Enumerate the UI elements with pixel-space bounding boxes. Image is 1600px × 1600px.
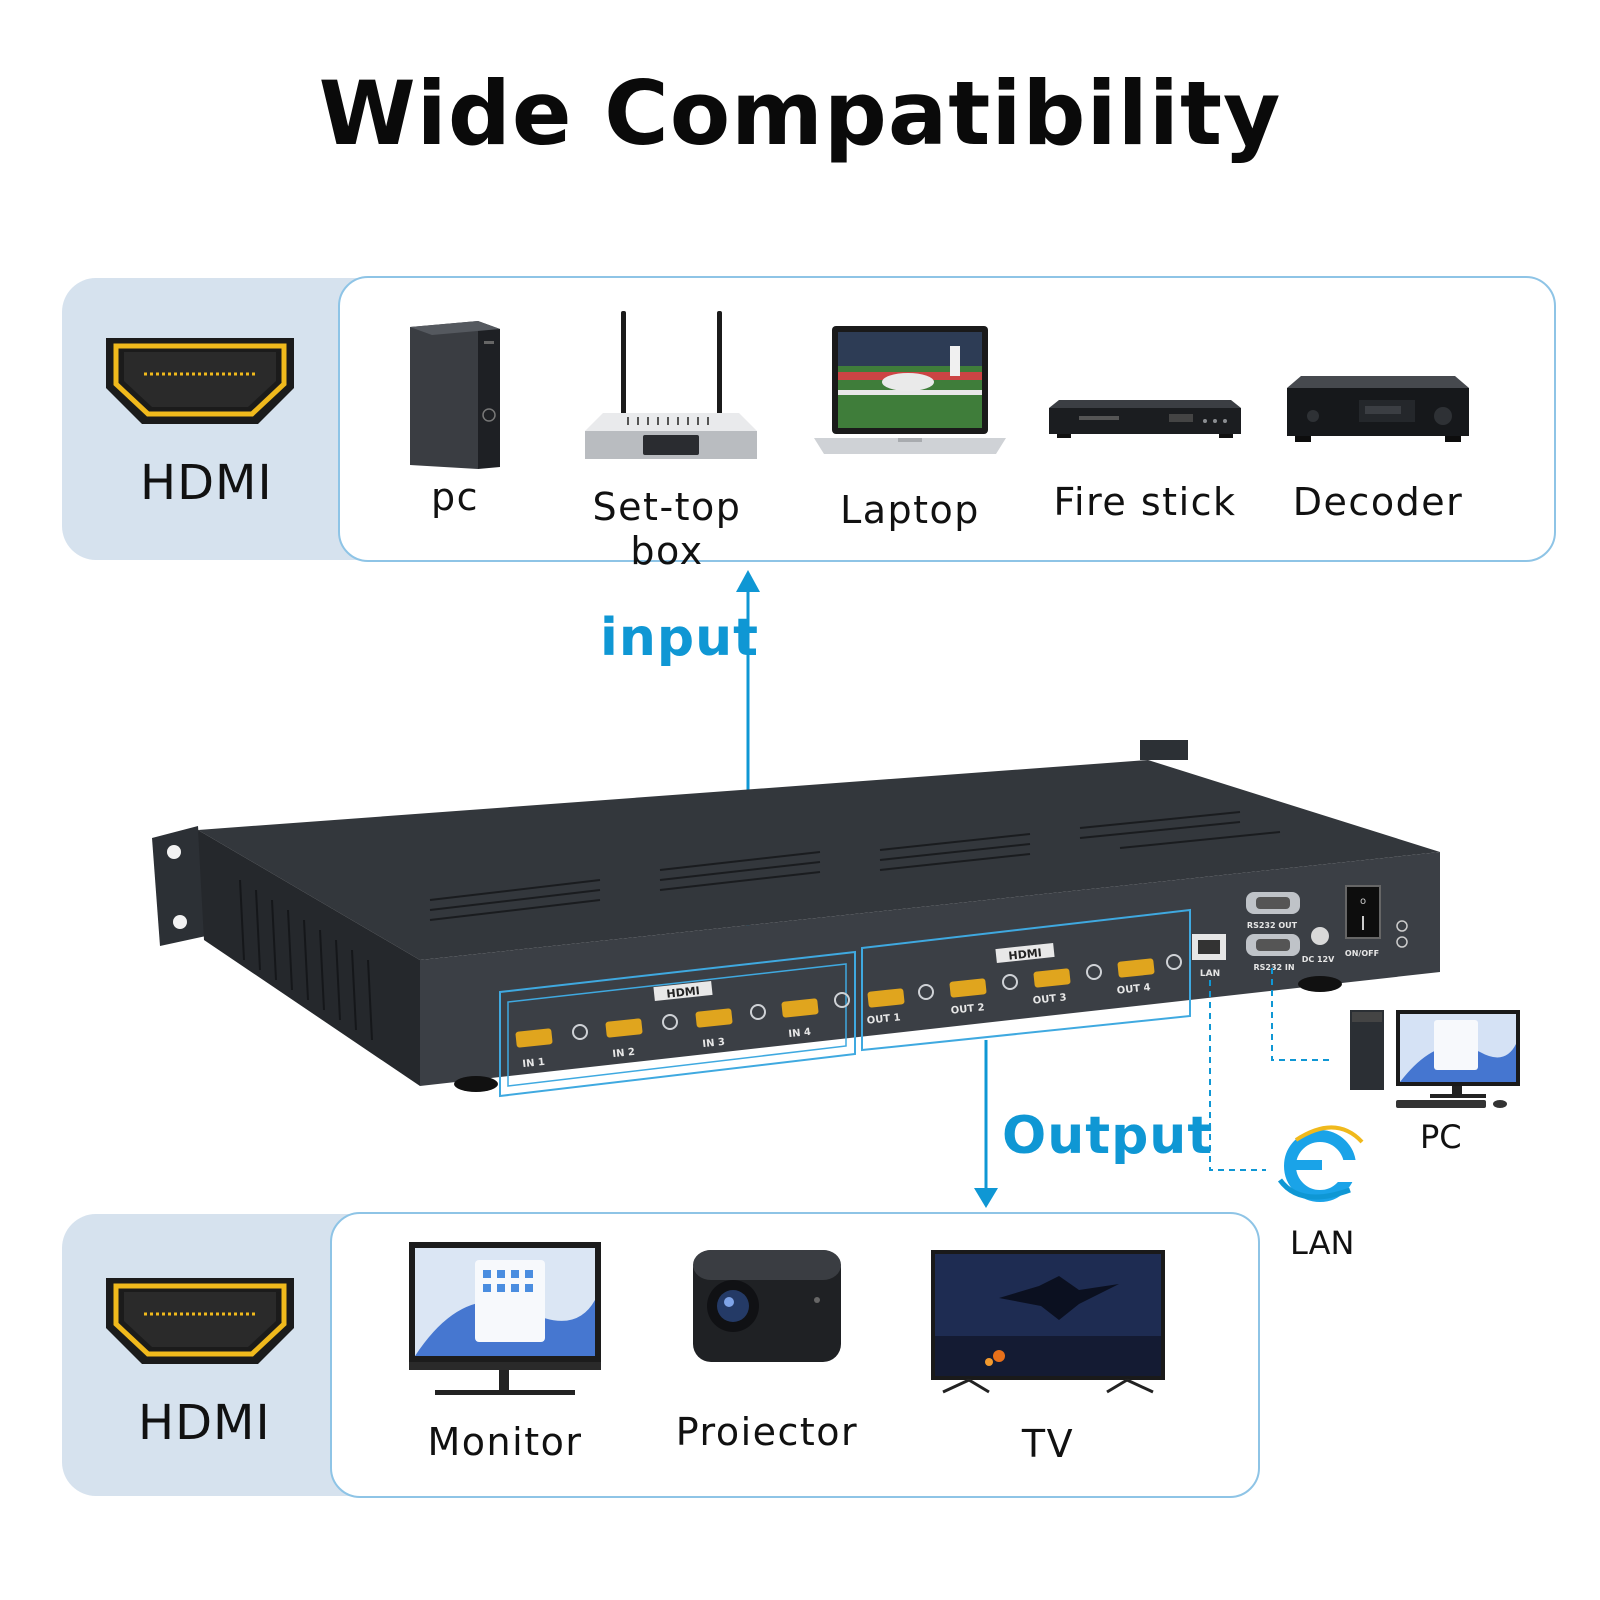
output-ports-highlight bbox=[861, 908, 1191, 1052]
rs232-out-label: RS232 OUT bbox=[1247, 921, 1298, 930]
device-label-projector: Proiector bbox=[675, 1410, 859, 1454]
input-ports-highlight bbox=[499, 950, 856, 1098]
lan-label: LAN bbox=[1290, 1224, 1355, 1262]
rs232-out-port[interactable] bbox=[1246, 892, 1300, 914]
output-hdmi-connector bbox=[100, 1270, 300, 1374]
chassis-foot bbox=[454, 1076, 498, 1092]
device-label-pc: pc bbox=[430, 475, 479, 519]
indicator-led-icon bbox=[572, 1024, 588, 1040]
device-laptop: Laptop bbox=[810, 320, 1010, 532]
port-label-out-3: OUT 3 bbox=[1032, 992, 1067, 1006]
indicator-led-icon bbox=[1002, 974, 1018, 990]
dc-port-label: DC 12V bbox=[1302, 955, 1335, 964]
device-decoder: Decoder bbox=[1278, 370, 1478, 524]
ground-screw-icon bbox=[1396, 936, 1408, 948]
hdmi-port-in-2[interactable]: IN 2 bbox=[605, 1018, 643, 1060]
chassis-side bbox=[198, 830, 420, 1086]
hdmi-connector-icon bbox=[106, 338, 294, 424]
device-projector: Proiector bbox=[672, 1240, 862, 1454]
laptop-icon bbox=[814, 326, 1006, 454]
hdmi-port-out-3[interactable]: OUT 3 bbox=[1032, 968, 1071, 1007]
router-icon bbox=[585, 311, 757, 459]
hdmi-connector-icon bbox=[106, 1278, 294, 1364]
hdmi-port-out-1[interactable]: OUT 1 bbox=[866, 988, 905, 1027]
hdmi-brand-plate-out bbox=[995, 943, 1055, 963]
rs232-to-pc-line bbox=[1271, 968, 1330, 1061]
hdmi-brand-in: HDMI bbox=[666, 984, 701, 1000]
indicator-led-icon bbox=[834, 992, 850, 1008]
indicator-led-icon bbox=[750, 1004, 766, 1020]
rack-ear-hole bbox=[173, 915, 187, 929]
chassis-foot bbox=[1298, 976, 1342, 992]
port-label-in-1: IN 1 bbox=[522, 1057, 546, 1070]
power-switch-label: ON/OFF bbox=[1345, 949, 1379, 958]
port-label-in-2: IN 2 bbox=[612, 1047, 636, 1060]
lan-port[interactable] bbox=[1192, 934, 1226, 960]
output-flow-label: Output bbox=[1002, 1106, 1214, 1166]
hdmi-brand-out: HDMI bbox=[1008, 946, 1043, 962]
indicator-led-icon bbox=[918, 984, 934, 1000]
hdmi-port-in-4[interactable]: IN 4 bbox=[781, 998, 819, 1040]
power-switch[interactable]: o bbox=[1345, 885, 1381, 939]
device-set-top-box: Set-top box bbox=[552, 305, 782, 573]
input-flow-label: input bbox=[600, 608, 759, 668]
rs232-in-label: RS232 IN bbox=[1253, 963, 1294, 972]
device-label-laptop: Laptop bbox=[840, 488, 980, 532]
device-label-fire-stick: Fire stick bbox=[1053, 480, 1237, 524]
browser-icon bbox=[1277, 1125, 1364, 1202]
rs232-in-port[interactable] bbox=[1246, 934, 1300, 956]
dvd-player-icon bbox=[1049, 400, 1241, 438]
lan-port-label: LAN bbox=[1200, 969, 1220, 979]
indicator-led-icon bbox=[1086, 964, 1102, 980]
device-label-decoder: Decoder bbox=[1292, 480, 1464, 524]
device-fire-stick: Fire stick bbox=[1040, 392, 1250, 524]
control-pc-icon bbox=[1350, 1010, 1520, 1108]
lan-to-network-line bbox=[1209, 980, 1266, 1171]
device-pc: pc bbox=[380, 315, 530, 519]
port-label-out-1: OUT 1 bbox=[866, 1012, 901, 1026]
rack-ear-hole bbox=[167, 845, 181, 859]
hdmi-brand-plate-in bbox=[653, 981, 713, 1001]
ground-screw-icon bbox=[1396, 920, 1408, 932]
side-vents bbox=[239, 879, 373, 1041]
pc-label: PC bbox=[1420, 1118, 1462, 1156]
hdmi-port-in-3[interactable]: IN 3 bbox=[695, 1008, 733, 1050]
rack-ear-right bbox=[1140, 740, 1188, 760]
indicator-led-icon bbox=[662, 1014, 678, 1030]
dc-power-port[interactable] bbox=[1311, 927, 1329, 945]
input-hdmi-connector bbox=[100, 330, 300, 434]
monitor-icon bbox=[409, 1242, 601, 1395]
input-hdmi-label: HDMI bbox=[140, 455, 273, 511]
pc-tower-icon bbox=[410, 321, 500, 469]
projector-icon bbox=[693, 1250, 841, 1362]
input-arrow-head bbox=[736, 570, 760, 592]
port-label-in-4: IN 4 bbox=[788, 1027, 812, 1040]
svg-text:o: o bbox=[1360, 896, 1366, 907]
port-label-in-3: IN 3 bbox=[702, 1037, 726, 1050]
tv-icon bbox=[931, 1250, 1165, 1394]
hdmi-port-out-4[interactable]: OUT 4 bbox=[1116, 958, 1155, 997]
input-ports-frame bbox=[507, 963, 847, 1087]
hdmi-port-out-2[interactable]: OUT 2 bbox=[949, 978, 987, 1017]
vent-grilles bbox=[429, 811, 1281, 921]
output-arrow-head bbox=[974, 1188, 998, 1208]
port-label-out-4: OUT 4 bbox=[1116, 982, 1151, 996]
output-hdmi-label: HDMI bbox=[138, 1395, 271, 1451]
device-tv: TV bbox=[928, 1246, 1168, 1466]
port-label-out-2: OUT 2 bbox=[950, 1002, 985, 1016]
device-label-monitor: Monitor bbox=[427, 1420, 583, 1464]
indicator-led-icon bbox=[1166, 954, 1182, 970]
page-title: Wide Compatibility bbox=[318, 62, 1282, 165]
device-monitor: Monitor bbox=[400, 1240, 610, 1464]
device-label-set-top-box: Set-top box bbox=[592, 485, 742, 573]
device-label-tv: TV bbox=[1021, 1422, 1075, 1466]
rack-ear-left bbox=[152, 826, 206, 946]
hdmi-port-in-1[interactable]: IN 1 bbox=[515, 1028, 553, 1070]
decoder-icon bbox=[1287, 376, 1469, 442]
